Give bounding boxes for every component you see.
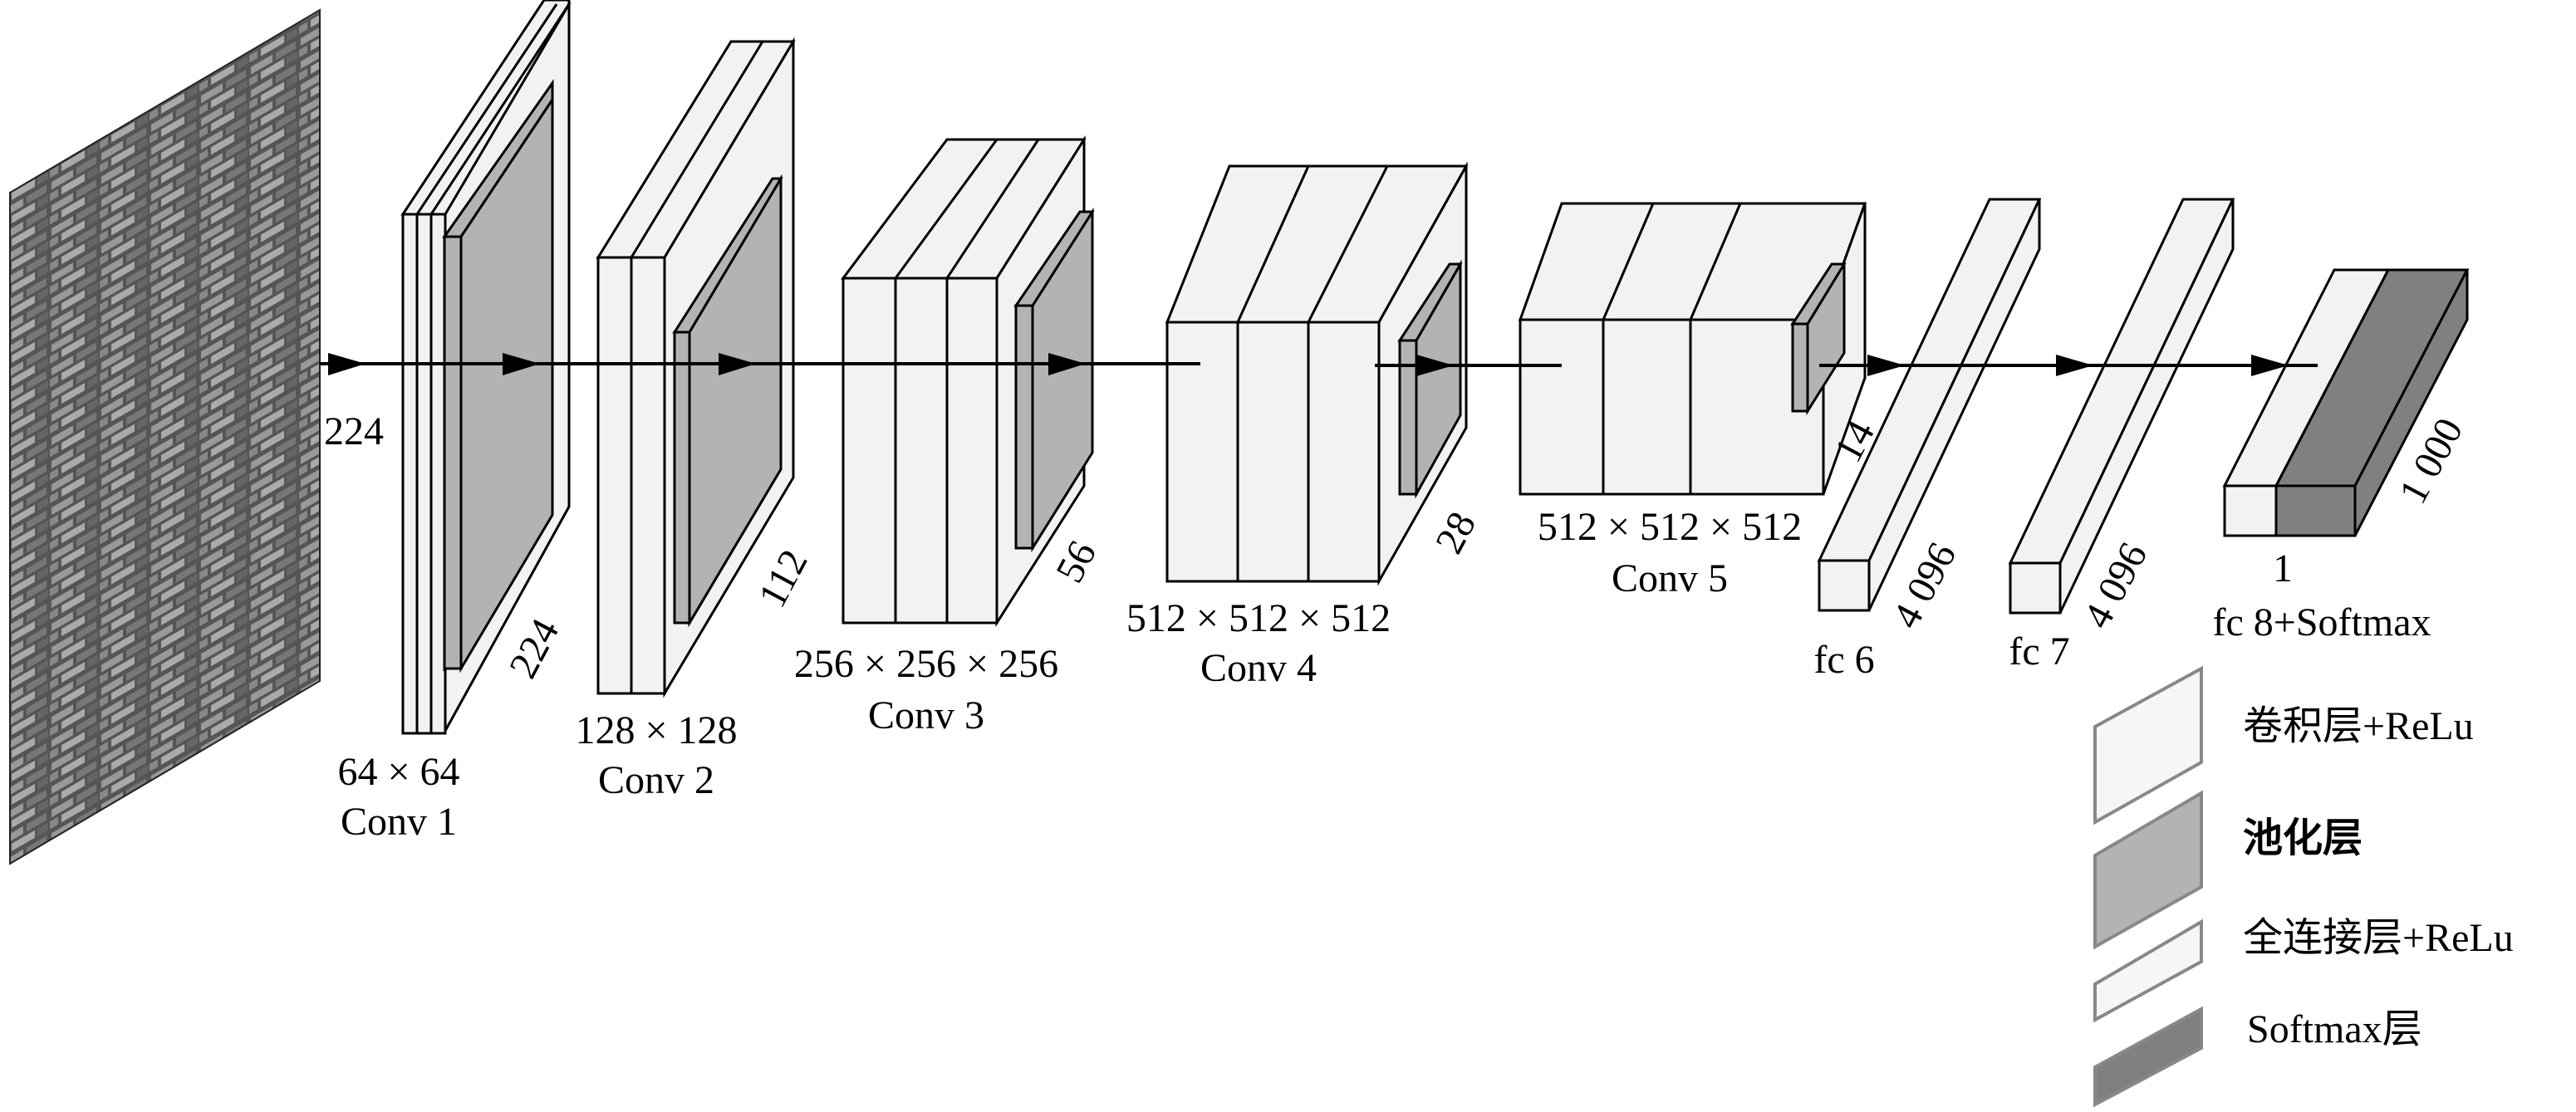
layer-side-label: 224 bbox=[501, 612, 568, 685]
fc-name-label: fc 7 bbox=[2009, 629, 2069, 674]
fc7-block bbox=[2008, 198, 2235, 615]
layer-side-label: 112 bbox=[750, 542, 817, 615]
fc8-block bbox=[2222, 268, 2470, 537]
legend-item-softmax: Softmax层 bbox=[2093, 1006, 2422, 1108]
layer-dims-label: 64 × 64 bbox=[337, 750, 459, 794]
layer-dims-label: 128 × 128 bbox=[575, 708, 737, 752]
legend-item-conv: 卷积层+ReLu bbox=[2093, 665, 2474, 825]
arrow-head bbox=[2251, 355, 2289, 376]
arrow-head bbox=[1867, 355, 1905, 376]
legend-label: 池化层 bbox=[2243, 816, 2363, 860]
fc-name-label: fc 8+Softmax bbox=[2212, 600, 2431, 644]
fc-name-label: fc 6 bbox=[1813, 638, 1874, 682]
arrow-head bbox=[503, 353, 540, 375]
arrow-head bbox=[2056, 355, 2093, 376]
conv5-block bbox=[1518, 202, 1867, 496]
layer-dims-label: 512 × 512 × 512 bbox=[1538, 505, 1802, 549]
arrow-head bbox=[1416, 355, 1454, 376]
layer-name-label: Conv 4 bbox=[1200, 646, 1317, 690]
layer-name-label: Conv 5 bbox=[1612, 556, 1728, 600]
legend-item-fc: 全连接层+ReLu bbox=[2093, 916, 2514, 1023]
arrow-head bbox=[1048, 353, 1086, 375]
legend: 卷积层+ReLu 池化层 全连接层+ReLu Softmax层 bbox=[2093, 665, 2514, 1108]
fc-small-label: 1 bbox=[2273, 546, 2293, 590]
legend-label: 卷积层+ReLu bbox=[2243, 704, 2474, 748]
layer-side-label: 28 bbox=[1427, 505, 1484, 561]
fc6-block bbox=[1817, 198, 2042, 612]
arrow-head bbox=[328, 353, 366, 375]
conv4-block bbox=[1165, 161, 1469, 586]
layer-name-label: Conv 3 bbox=[868, 693, 984, 737]
layer-name-label: Conv 2 bbox=[598, 758, 714, 802]
flow-arrows bbox=[320, 353, 2318, 376]
layer-side-label: 56 bbox=[1048, 534, 1105, 590]
layer-dims-label: 512 × 512 × 512 bbox=[1126, 596, 1391, 640]
input-size-label: 224 bbox=[324, 409, 384, 453]
legend-label: 全连接层+ReLu bbox=[2243, 916, 2514, 960]
input-image bbox=[9, 8, 321, 865]
arrow-head bbox=[719, 353, 756, 375]
legend-label: Softmax层 bbox=[2247, 1007, 2422, 1051]
conv3-block bbox=[841, 135, 1095, 628]
layer-name-label: Conv 1 bbox=[341, 800, 457, 844]
legend-item-pool: 池化层 bbox=[2093, 790, 2363, 950]
layer-dims-label: 256 × 256 × 256 bbox=[794, 642, 1058, 686]
